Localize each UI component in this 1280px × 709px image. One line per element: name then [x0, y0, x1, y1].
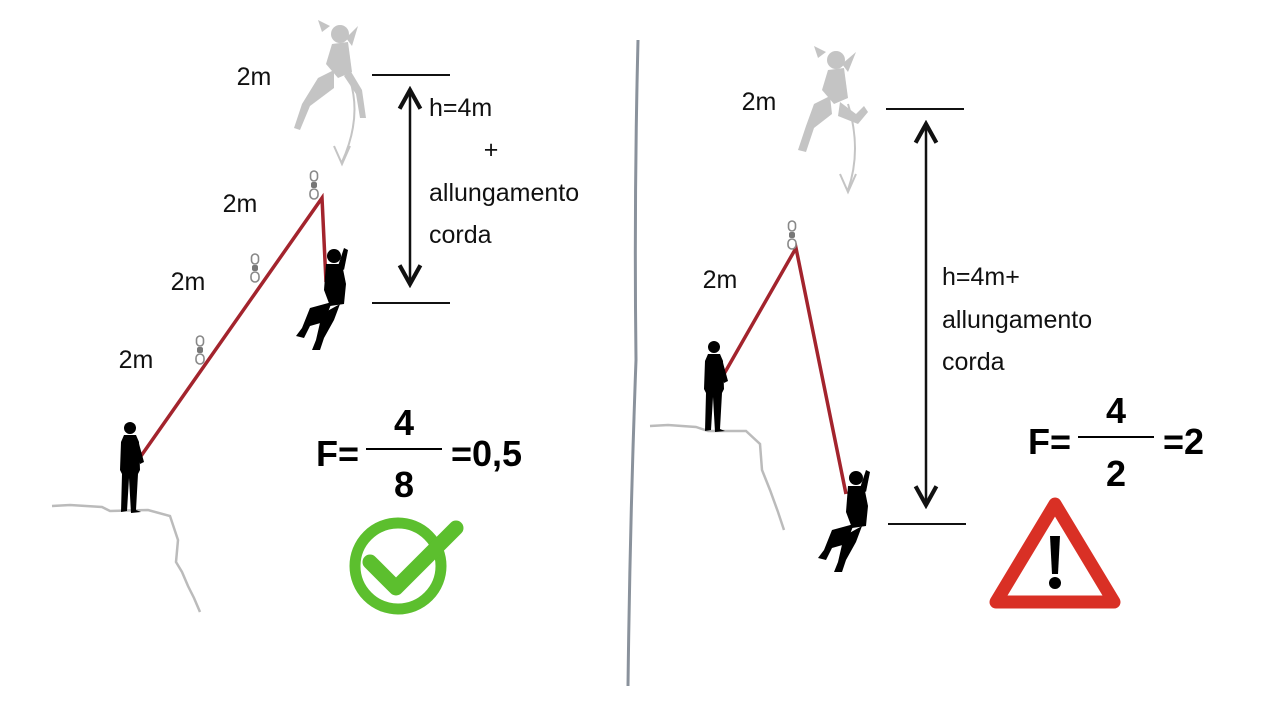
formula-numerator: 4 [1106, 390, 1126, 431]
distance-label: 2m [119, 346, 154, 374]
check-circle-icon [349, 517, 464, 615]
quickdraw-icon [309, 170, 319, 200]
fall-factor-formula-left: F= 4 8 =0,5 [316, 402, 522, 505]
belayer-silhouette [120, 422, 144, 513]
formula-result: =0,5 [451, 433, 522, 474]
climber-silhouette [296, 248, 348, 350]
quickdraw-icon [195, 335, 205, 365]
distance-label: 2m [171, 268, 206, 296]
formula-numerator: 4 [394, 402, 414, 443]
formula-prefix: F= [1028, 421, 1071, 462]
fall-label: + [484, 136, 499, 164]
fall-label: corda [942, 348, 1005, 376]
rock-ledge-right [649, 423, 786, 531]
formula-prefix: F= [316, 433, 359, 474]
rope-right [714, 243, 848, 495]
formula-denominator: 8 [394, 464, 414, 505]
distance-label: 2m [742, 88, 777, 116]
formula-result: =2 [1163, 421, 1204, 462]
fall-label: h=4m+ [942, 263, 1020, 291]
formula-denominator: 2 [1106, 453, 1126, 494]
distance-label: 2m [223, 190, 258, 218]
fall-label: allungamento [429, 179, 579, 207]
left-panel: 2m 2m 2m 2m h=4m + allungamento corda F=… [51, 20, 579, 615]
fall-factor-formula-right: F= 4 2 =2 [1028, 390, 1204, 494]
warning-triangle-icon [989, 497, 1121, 609]
rock-ledge-left [51, 503, 202, 613]
ghost-climber-right [798, 46, 868, 195]
distance-label: 2m [237, 63, 272, 91]
fall-label: h=4m [429, 94, 492, 122]
quickdraw-icon [250, 253, 260, 283]
quickdraw-icon [787, 220, 797, 250]
rope-left [132, 192, 328, 468]
right-panel: 2m 2m h=4m+ allungamento corda F= 4 2 =2 [649, 46, 1204, 609]
ghost-climber-left [294, 20, 366, 167]
distance-label: 2m [703, 266, 738, 294]
belayer-silhouette [704, 341, 728, 432]
fall-label: allungamento [942, 306, 1092, 334]
fall-label: corda [429, 221, 492, 249]
panel-divider [626, 39, 640, 687]
